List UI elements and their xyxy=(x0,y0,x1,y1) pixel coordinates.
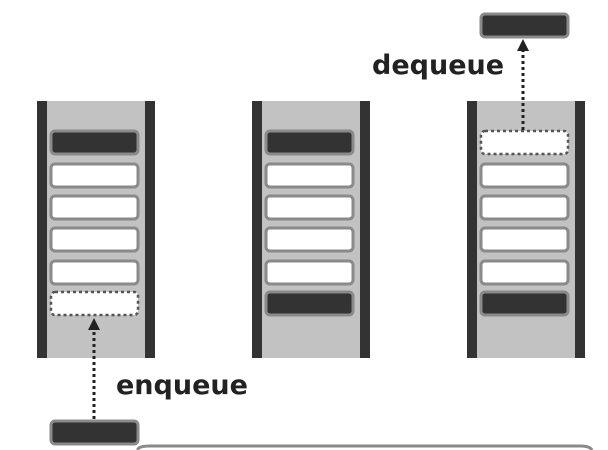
queue-right-wall xyxy=(360,101,370,358)
enqueue-label: enqueue xyxy=(116,370,248,401)
queue-after-dequeue xyxy=(467,101,585,358)
queue-item-filled xyxy=(264,129,355,156)
queue-slot-incoming xyxy=(49,290,140,317)
queue-item-filled xyxy=(49,129,140,156)
queue-before-enqueue xyxy=(37,101,155,358)
dequeue-arrow xyxy=(517,39,529,130)
queue-slot-empty xyxy=(479,226,570,253)
queue-item-filled xyxy=(264,290,355,317)
queue-item-filled xyxy=(479,290,570,317)
outgoing-item xyxy=(479,12,570,39)
queue-right-wall xyxy=(575,101,585,358)
incoming-item xyxy=(49,419,140,446)
queue-slot-empty xyxy=(264,226,355,253)
dequeue-label: dequeue xyxy=(372,50,505,81)
queue-slot-empty xyxy=(49,194,140,221)
arrow-up-icon xyxy=(88,318,100,330)
queue-slot-empty xyxy=(49,226,140,253)
queue-left-wall xyxy=(467,101,477,358)
queue-slot-empty xyxy=(49,162,140,189)
queue-slot-empty xyxy=(264,194,355,221)
queue-right-wall xyxy=(145,101,155,358)
enqueue-arrow xyxy=(88,318,100,419)
queue-slot-empty xyxy=(264,259,355,286)
queue-slot-empty xyxy=(479,162,570,189)
bottom-frame-edge xyxy=(136,444,594,450)
queue-left-wall xyxy=(252,101,262,358)
queue-slot-empty xyxy=(479,194,570,221)
queue-slot-vacated xyxy=(479,129,570,156)
queue-slot-empty xyxy=(264,162,355,189)
queue-slot-empty xyxy=(49,259,140,286)
arrow-up-icon xyxy=(517,39,529,51)
queue-left-wall xyxy=(37,101,47,358)
queue-after-enqueue xyxy=(252,101,370,358)
queue-slot-empty xyxy=(479,259,570,286)
